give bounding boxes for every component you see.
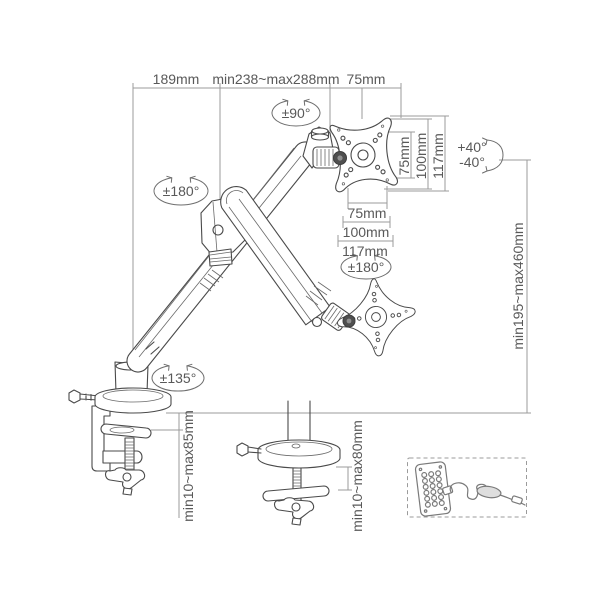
tilt-label-down: -40° [459, 154, 485, 170]
vesa-dim-horizontal-75: 75mm [348, 205, 387, 221]
vesa-dim-horizontal-100: 100mm [343, 224, 390, 240]
dim-label-arm2-length: min238~max288mm [212, 71, 339, 87]
rotation-label-base-swivel: ±135° [160, 370, 197, 386]
clamp-rod [124, 437, 135, 473]
grommet-range-bracket [336, 466, 352, 491]
parts-plate-icon [414, 461, 452, 517]
grommet-knob [273, 497, 315, 520]
clamp-knob [104, 467, 146, 490]
elbow-swivel-arc [153, 175, 209, 206]
dim-label-head-offset: 75mm [347, 71, 386, 87]
arm-lowered-section [220, 186, 332, 328]
rotation-label-elbow-swivel: ±180° [163, 183, 200, 199]
rotation-label-plate-rotation: ±180° [348, 259, 385, 275]
vesa-dim-vertical-75: 75mm [396, 137, 412, 176]
head-joint-upper [302, 126, 340, 169]
vesa-dim-horizontal-117: 117mm [342, 243, 388, 259]
accessories-box [407, 457, 527, 518]
grommet-bolt [236, 442, 249, 457]
clamp-lower-plate [102, 450, 143, 464]
clamp-range-bracket [151, 413, 183, 518]
rotation-indicators [151, 98, 504, 392]
desk-clamp-mount [68, 361, 172, 496]
plate-rotation-arc [340, 253, 392, 280]
top-dimension-line [132, 83, 402, 350]
vesa-vertical-brackets [384, 115, 449, 192]
dim-label-arm1-length: 189mm [153, 71, 200, 87]
monitor-arm-illustration [68, 117, 527, 526]
dimension-annotations [132, 83, 531, 518]
cable-icon [442, 482, 526, 506]
range-label-clamp-thickness: min10~max85mm [180, 410, 196, 522]
range-label-grommet-thickness: min10~max80mm [349, 420, 365, 532]
tilt-label-up: +40° [457, 139, 486, 155]
clamp-upper-jaw [100, 423, 152, 439]
vesa-horizontal-brackets [337, 186, 394, 247]
base-swivel-arc [151, 363, 205, 392]
accessories-box-border [407, 457, 527, 518]
grommet-mount [236, 400, 341, 526]
range-label-height: min195~max460mm [510, 222, 526, 349]
vesa-dim-vertical-117: 117mm [430, 133, 446, 179]
rotation-label-head-swivel: ±90° [282, 105, 311, 121]
side-screw [68, 389, 81, 404]
grommet-jaw [262, 485, 330, 502]
tilt-arc [482, 137, 504, 174]
vesa-dim-vertical-100: 100mm [413, 133, 429, 180]
head-swivel-arc [271, 98, 321, 127]
